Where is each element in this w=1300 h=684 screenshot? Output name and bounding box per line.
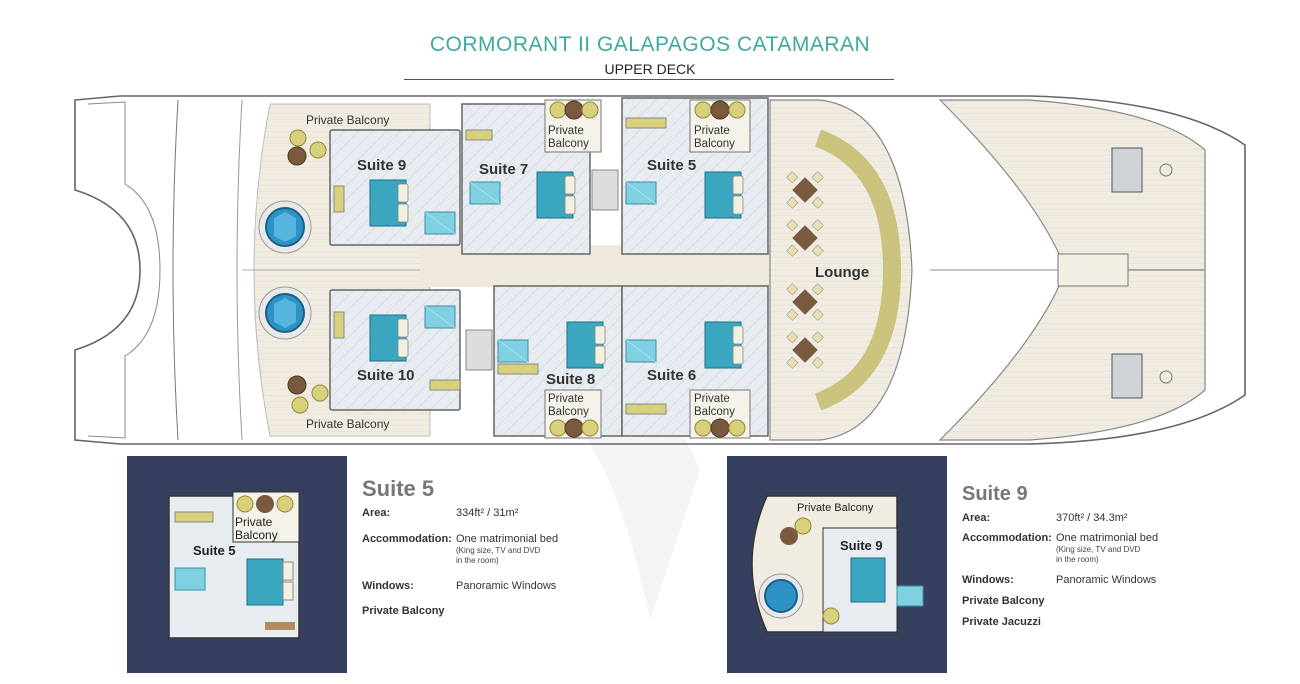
thumb5-balcony-label: Private Balcony: [235, 516, 278, 542]
title-underline: [404, 79, 894, 80]
forward-deck: [938, 99, 1206, 271]
suite9-balcony-feature: Private Balcony: [962, 595, 1045, 607]
thumb9-balcony-label: Private Balcony: [797, 502, 874, 514]
suite9-accom-value: One matrimonial bed: [1056, 532, 1159, 544]
balcony-suite5-line2: Balcony: [694, 138, 735, 150]
suite5-note-1: (King size, TV and DVD: [456, 546, 541, 555]
balcony-suite8-line1: Private: [548, 393, 584, 405]
suite9-area-value: 370ft² / 34.3m²: [1056, 512, 1128, 524]
balcony-suite7-line2: Balcony: [548, 138, 589, 150]
winch-top-icon: [1111, 147, 1143, 193]
balcony-suite6-line1: Private: [694, 393, 730, 405]
suite9-windows-value: Panoramic Windows: [1056, 574, 1157, 586]
lounge-label: Lounge: [815, 264, 869, 281]
suite-9-thumbnail: [727, 456, 947, 673]
stair-top: [591, 169, 619, 211]
page-title: CORMORANT II GALAPAGOS CATAMARAN: [429, 33, 871, 56]
thumb5-balcony-line2: Balcony: [235, 528, 278, 542]
hull-outline: [74, 95, 1246, 445]
suite9-accom-label: Accommodation:: [962, 532, 1052, 544]
stair-bottom: [465, 329, 493, 371]
winch-bottom-icon: [1111, 353, 1143, 399]
suite9-windows-label: Windows:: [962, 574, 1014, 586]
suite9-note-2: in the room): [1056, 555, 1099, 564]
suite9-jacuzzi-feature: Private Jacuzzi: [962, 616, 1041, 628]
deck-subtitle: UPPER DECK: [604, 61, 696, 77]
suite5-accom-label: Accommodation:: [362, 533, 452, 545]
lounge-sofa-curve: [814, 129, 902, 411]
suite-9-label: Suite 9: [357, 157, 406, 174]
balcony-label-top: Private Balcony: [306, 113, 389, 127]
suite-8-label: Suite 8: [546, 371, 595, 388]
suite-5-label: Suite 5: [647, 157, 696, 174]
thumb9-suite-label: Suite 9: [840, 538, 883, 553]
balcony-suite6-line2: Balcony: [694, 406, 735, 418]
suite5-area-label: Area:: [362, 507, 391, 519]
suite-10-label: Suite 10: [357, 367, 415, 384]
suite5-accom-note: (King size, TV and DVD in the room): [456, 546, 540, 566]
bow-stairs: [1057, 253, 1129, 287]
suite5-note-2: in the room): [456, 556, 499, 565]
balcony-suite8-line2: Balcony: [548, 406, 589, 418]
suite-9-heading: Suite 9: [962, 483, 1028, 505]
suite9-area-label: Area:: [962, 512, 991, 524]
suite5-windows-label: Windows:: [362, 580, 414, 592]
suite9-accom-note: (King size, TV and DVD in the room): [1056, 545, 1140, 565]
suite5-area-value: 334ft² / 31m²: [456, 507, 519, 519]
suite-7-label: Suite 7: [479, 161, 528, 178]
suite9-note-1: (King size, TV and DVD: [1056, 545, 1141, 554]
suite5-accom-value: One matrimonial bed: [456, 533, 559, 545]
suite5-balcony-feature: Private Balcony: [362, 605, 445, 617]
suite-6-label: Suite 6: [647, 367, 696, 384]
jacuzzi-top-icon: [258, 200, 312, 254]
balcony-suite7-line1: Private: [548, 125, 584, 137]
balcony-suite5-line1: Private: [694, 125, 730, 137]
thumb5-balcony-line1: Private: [235, 515, 273, 529]
suite5-windows-value: Panoramic Windows: [456, 580, 557, 592]
jacuzzi-bottom-icon: [258, 286, 312, 340]
balcony-label-bottom: Private Balcony: [306, 417, 389, 431]
thumb5-suite-label: Suite 5: [193, 543, 236, 558]
suite-5-heading: Suite 5: [362, 476, 435, 501]
suite-5-thumbnail: [127, 456, 347, 673]
